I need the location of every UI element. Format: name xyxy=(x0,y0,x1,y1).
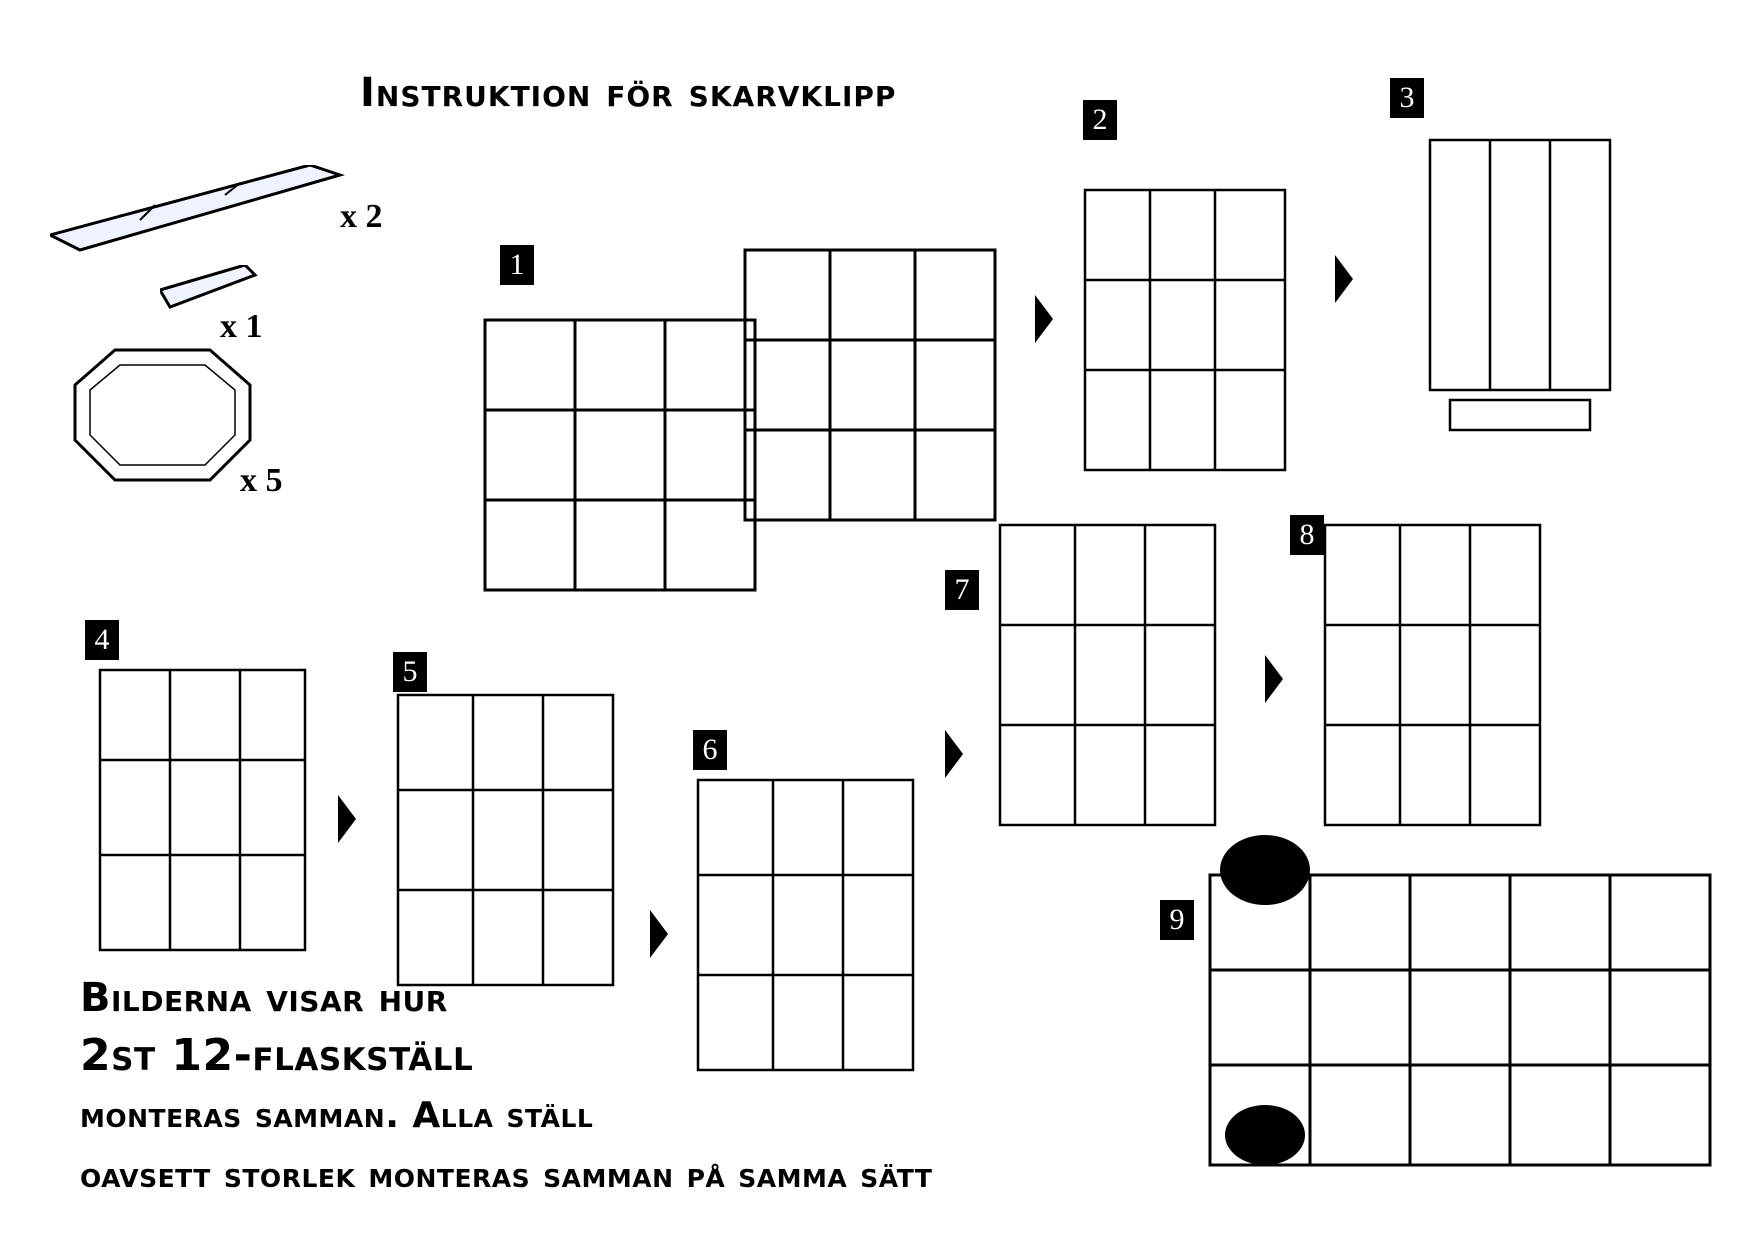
body-text-line-3: monteras samman. Alla ställ xyxy=(80,1095,594,1136)
short-clip-illustration xyxy=(160,265,260,315)
step-6-rack-illustration xyxy=(693,775,923,1125)
step-4-rack-illustration xyxy=(95,665,315,955)
arrow-step-7-to-8-icon xyxy=(1265,655,1283,703)
arrow-step-2-to-3-icon xyxy=(1335,255,1353,303)
body-text-line-1: Bilderna visar hur xyxy=(80,975,448,1021)
step-2-badge: 2 xyxy=(1083,100,1117,140)
arrow-step-6-to-7-icon xyxy=(945,730,963,778)
short-clip-quantity: x 1 xyxy=(220,308,263,345)
arrow-step-4-to-5-icon xyxy=(338,795,356,843)
step-5-badge: 5 xyxy=(393,652,427,692)
step-9-badge: 9 xyxy=(1160,900,1194,940)
long-clip-strip-illustration xyxy=(50,165,350,265)
step-5-rack-illustration xyxy=(393,690,623,990)
octagonal-clip-ring-quantity: x 5 xyxy=(240,462,283,499)
step-1-badge: 1 xyxy=(500,245,534,285)
step-6-badge: 6 xyxy=(693,730,727,770)
step-7-badge: 7 xyxy=(945,570,979,610)
arrow-step-5-to-6-icon xyxy=(650,910,668,958)
step-3-rack-illustration xyxy=(1400,80,1640,470)
octagonal-clip-ring-illustration xyxy=(70,340,260,490)
step-4-badge: 4 xyxy=(85,620,119,660)
step-8-rack-illustration xyxy=(1320,520,1550,840)
body-text-line-4: oavsett storlek monteras samman på samma… xyxy=(80,1155,933,1196)
step-8-badge: 8 xyxy=(1290,515,1324,555)
step-2-rack-illustration xyxy=(1080,150,1300,480)
step-3-badge: 3 xyxy=(1390,78,1424,118)
step-9-assembled-rack-illustration xyxy=(1205,815,1725,1185)
step-7-rack-illustration xyxy=(995,520,1225,840)
body-text-line-2: 2st 12-flaskställ xyxy=(80,1030,474,1081)
step-1-rack-illustration xyxy=(475,230,1015,600)
arrow-step-1-to-2-icon xyxy=(1035,295,1053,343)
page-title: Instruktion för skarvklipp xyxy=(360,70,897,116)
long-clip-quantity: x 2 xyxy=(340,198,383,235)
